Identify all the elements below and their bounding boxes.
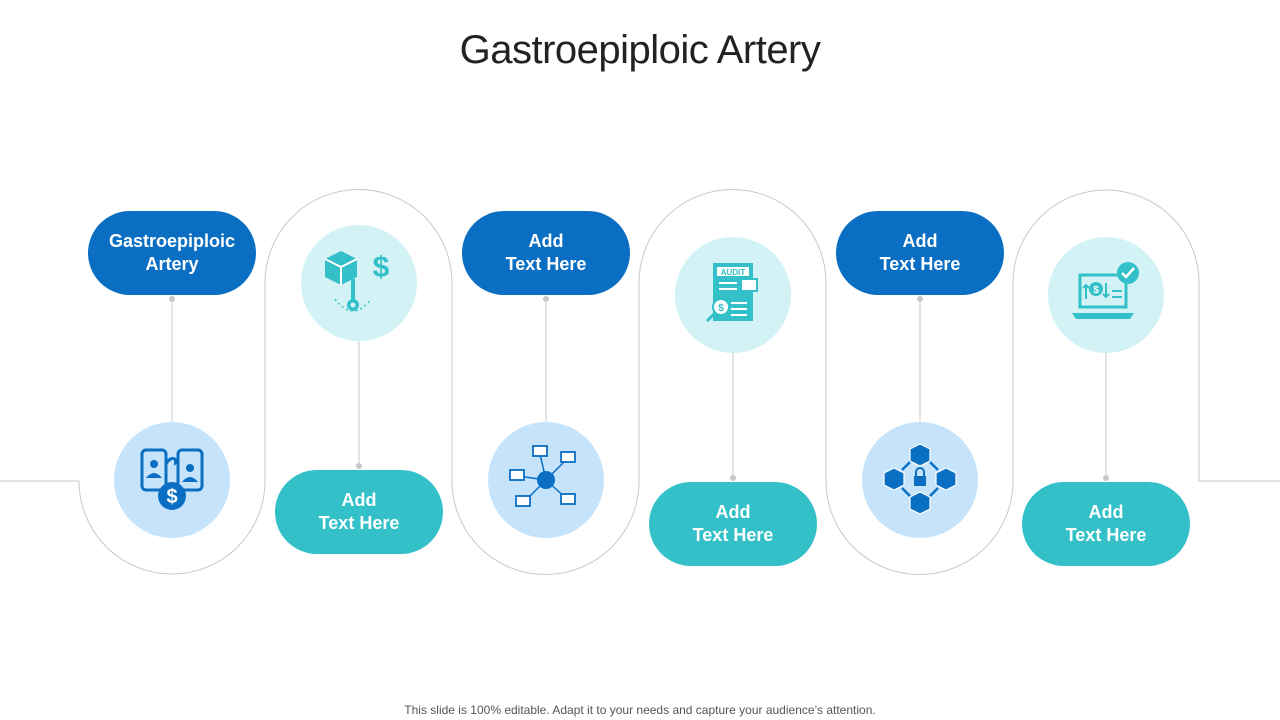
step-4-icon-circle: AUDIT $ <box>675 237 791 353</box>
step-3-icon-circle <box>488 422 604 538</box>
footer-note: This slide is 100% editable. Adapt it to… <box>404 703 876 717</box>
step-2-icon-circle: $ <box>301 225 417 341</box>
laptop-payment-check-icon: $ <box>1072 262 1139 319</box>
page-title: Gastroepiploic Artery <box>459 28 821 72</box>
svg-text:$: $ <box>1093 285 1099 296</box>
mobile-money-transfer-icon: $ <box>140 448 204 510</box>
step-6-icon-circle: $ <box>1048 237 1164 353</box>
network-nodes-icon <box>509 445 576 507</box>
svg-text:AUDIT: AUDIT <box>721 268 746 277</box>
blockchain-lock-icon <box>883 443 957 515</box>
svg-text:$: $ <box>373 251 390 284</box>
package-key-dollar-icon: $ <box>324 251 390 312</box>
svg-text:$: $ <box>718 303 724 314</box>
step-5-icon-circle <box>862 422 978 538</box>
svg-text:$: $ <box>166 486 177 508</box>
step-1-icon-circle: $ <box>114 422 230 538</box>
audit-document-icon: AUDIT $ <box>705 263 758 323</box>
